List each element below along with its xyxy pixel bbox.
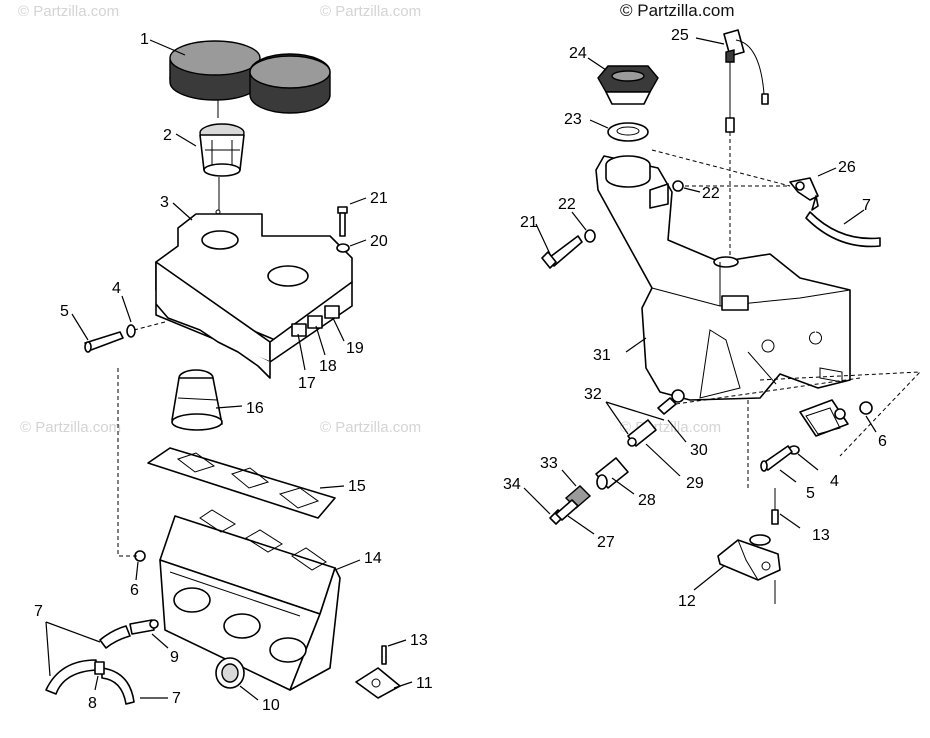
callout-22-right: 22 bbox=[558, 196, 576, 213]
nut-6-right-part[interactable] bbox=[859, 401, 873, 415]
callout-7-left-bottom: 7 bbox=[172, 690, 181, 707]
callout-32: 32 bbox=[584, 386, 602, 403]
callout-7-right: 7 bbox=[862, 197, 871, 214]
callout-4-right: 4 bbox=[830, 473, 839, 490]
watermark-mid-left: © Partzilla.com bbox=[20, 419, 121, 436]
fuel-tank-part[interactable] bbox=[595, 155, 851, 403]
washer-22-right-part[interactable] bbox=[584, 229, 596, 243]
fuel-sender-part[interactable] bbox=[723, 29, 769, 133]
fuel-filter-29-part[interactable] bbox=[627, 419, 657, 447]
cap-gasket-23-part[interactable] bbox=[607, 122, 649, 142]
grommet-10-part[interactable] bbox=[215, 657, 245, 689]
clip-13-right-part[interactable] bbox=[771, 509, 779, 525]
grommet-22-top-part[interactable] bbox=[672, 180, 684, 192]
tank-mount-bracket-part[interactable] bbox=[799, 399, 849, 437]
callout-19: 19 bbox=[346, 340, 364, 357]
watermark-top-left: © Partzilla.com bbox=[18, 3, 119, 20]
callout-6-right: 6 bbox=[878, 433, 887, 450]
callout-31: 31 bbox=[593, 347, 611, 364]
airbox-base-part[interactable] bbox=[159, 509, 341, 691]
callout-20: 20 bbox=[370, 233, 388, 250]
fuel-fitting-30-part[interactable] bbox=[657, 397, 677, 415]
clip-13-left-part[interactable] bbox=[381, 645, 387, 665]
callout-8: 8 bbox=[88, 695, 97, 712]
callout-10: 10 bbox=[262, 697, 280, 714]
vent-hose-7-right-part[interactable] bbox=[805, 211, 881, 248]
vent-fitting-26-part[interactable] bbox=[789, 177, 819, 211]
callout-5-right: 5 bbox=[806, 485, 815, 502]
screw-21-left-part[interactable] bbox=[337, 206, 348, 237]
callout-11: 11 bbox=[416, 675, 433, 692]
fuel-tank-assembly bbox=[523, 29, 922, 604]
callout-14: 14 bbox=[364, 550, 382, 567]
callout-25: 25 bbox=[671, 27, 689, 44]
washer-4-left-part[interactable] bbox=[126, 324, 136, 338]
callout-16: 16 bbox=[246, 400, 264, 417]
tank-bracket-12-part[interactable] bbox=[717, 534, 781, 581]
callout-18: 18 bbox=[319, 358, 337, 375]
callout-13-right: 13 bbox=[812, 527, 830, 544]
callout-21-right: 21 bbox=[520, 214, 538, 231]
callout-5-left: 5 bbox=[60, 303, 69, 320]
callout-4-left: 4 bbox=[112, 280, 121, 297]
callout-27: 27 bbox=[597, 534, 615, 551]
callout-7-left-top: 7 bbox=[34, 603, 43, 620]
callout-29: 29 bbox=[686, 475, 704, 492]
bolt-5-left-part[interactable] bbox=[84, 331, 124, 353]
intake-boot-part[interactable] bbox=[171, 369, 223, 431]
hose-fitting-9-part[interactable] bbox=[129, 619, 159, 635]
callout-23: 23 bbox=[564, 111, 582, 128]
callout-2: 2 bbox=[163, 127, 172, 144]
air-filter-part[interactable] bbox=[169, 40, 331, 114]
airbox-assembly bbox=[45, 39, 413, 705]
airbox-gasket-part[interactable] bbox=[147, 447, 336, 519]
airbox-cover-part[interactable] bbox=[155, 209, 353, 379]
callout-28: 28 bbox=[638, 492, 656, 509]
screw-21-right-part[interactable] bbox=[541, 235, 583, 269]
watermark-mid-center: © Partzilla.com bbox=[320, 419, 421, 436]
watermark-layer: © Partzilla.com © Partzilla.com © Partzi… bbox=[18, 3, 721, 436]
callout-15: 15 bbox=[348, 478, 366, 495]
filter-adapter-part[interactable] bbox=[199, 123, 245, 177]
right-callouts: 24 25 23 22 26 7 22 21 31 32 30 33 29 34… bbox=[503, 27, 887, 610]
tee-fitting-8-part[interactable] bbox=[94, 661, 105, 675]
callout-12: 12 bbox=[678, 593, 696, 610]
watermark-top-center: © Partzilla.com bbox=[320, 3, 421, 20]
callout-33: 33 bbox=[540, 455, 558, 472]
callout-26: 26 bbox=[838, 159, 856, 176]
fuel-cap-part[interactable] bbox=[597, 65, 659, 105]
copyright-label: © Partzilla.com bbox=[620, 1, 735, 20]
callout-22-top: 22 bbox=[702, 185, 720, 202]
callout-30: 30 bbox=[690, 442, 708, 459]
callout-1: 1 bbox=[140, 31, 149, 48]
bolt-5-right-part[interactable] bbox=[760, 445, 793, 472]
fitting-34-part[interactable] bbox=[549, 499, 579, 525]
callout-17: 17 bbox=[298, 375, 316, 392]
callout-3: 3 bbox=[160, 194, 169, 211]
washer-20-left-part[interactable] bbox=[336, 243, 350, 253]
callout-13-left: 13 bbox=[410, 632, 428, 649]
bracket-11-left-part[interactable] bbox=[355, 667, 401, 699]
callout-34: 34 bbox=[503, 476, 521, 493]
callout-24: 24 bbox=[569, 45, 587, 62]
callout-21-left: 21 bbox=[370, 190, 388, 207]
callout-6-left: 6 bbox=[130, 582, 139, 599]
left-callouts: 1 2 3 21 20 4 5 19 18 17 16 15 14 6 7 8 … bbox=[34, 31, 433, 714]
callout-9: 9 bbox=[170, 649, 179, 666]
fuel-pump-28-part[interactable] bbox=[595, 457, 629, 490]
